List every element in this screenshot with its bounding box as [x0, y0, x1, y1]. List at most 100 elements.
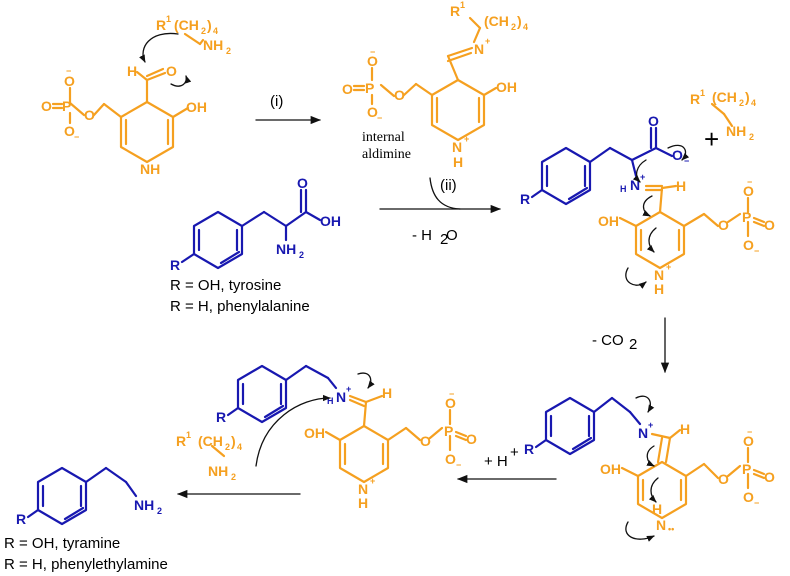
- ia-lys-chain-sub: 2: [511, 22, 516, 32]
- pa-ring-h: H: [358, 495, 368, 511]
- ia-phosphate-o4: O: [367, 104, 378, 120]
- label-minus-water: - H: [412, 227, 432, 244]
- ea-r: R: [520, 191, 530, 207]
- ea-ring-n: N: [654, 267, 664, 283]
- qi-phosphate-o2-charge: −: [747, 427, 752, 437]
- plp-cofactor: H O OH NH O P O − O O − R 1 (CH 2 ) 4 NH…: [41, 14, 231, 177]
- lys-r: R: [156, 17, 166, 33]
- plp-phosphate-o4-charge: −: [74, 132, 79, 142]
- aa-carbonyl-o: O: [297, 175, 308, 191]
- substrate-legend-tyrosine: R = OH, tyrosine: [170, 277, 281, 294]
- ia-phosphate-o1: O: [394, 87, 405, 103]
- ia-oh: OH: [496, 79, 517, 95]
- label-co2-sub: 2: [629, 336, 637, 353]
- qi-phosphate-o4-charge: −: [754, 498, 759, 508]
- lys-chain: (CH: [174, 17, 199, 33]
- ea-carboxylate-o: O: [672, 147, 683, 163]
- ea-phosphate-o1: O: [718, 217, 729, 233]
- label-step-i: (i): [270, 93, 283, 110]
- label-plus-h-sup: +: [510, 444, 519, 461]
- ea-phosphate-o2: O: [743, 183, 754, 199]
- lys-nh-sub: 2: [226, 46, 231, 56]
- amino-acid-substrate: R NH 2 O OH: [170, 175, 341, 273]
- qi-phosphate-o3: O: [764, 469, 775, 485]
- aa-r: R: [170, 257, 180, 273]
- ia-phosphate-o4-charge: −: [377, 113, 382, 123]
- aa-hydroxyl: OH: [320, 213, 341, 229]
- ea-oh: OH: [598, 213, 619, 229]
- product-aldimine: R N + H H OH N + H O P O − O O −: [216, 364, 477, 511]
- ea-aldimine-h: H: [676, 178, 686, 194]
- al-nh-sub: 2: [231, 472, 236, 482]
- qi-phosphate-o4: O: [743, 489, 754, 505]
- ea-imine-n: N: [630, 177, 640, 193]
- al-nh: NH: [208, 463, 228, 479]
- external-aldimine: R O O − N + H H OH N + H O P O − O O −: [520, 113, 775, 297]
- pa-ring-n: N: [358, 481, 368, 497]
- ea-ring-h: H: [654, 281, 664, 297]
- al-r-super: 1: [186, 430, 191, 440]
- pa-phosphate-o3: O: [466, 431, 477, 447]
- rl-chain: (CH: [712, 89, 737, 105]
- am-r: R: [16, 511, 26, 527]
- ia-ring-h: H: [453, 154, 463, 170]
- pa-phosphate-o2-charge: −: [449, 389, 454, 399]
- al-chain: (CH: [198, 433, 223, 449]
- ia-lys-r-super: 1: [460, 0, 465, 10]
- plp-phosphate-p: P: [62, 98, 71, 114]
- product-legend-phenylethylamine: R = H, phenylethylamine: [4, 556, 168, 573]
- am-nh-sub: 2: [157, 506, 162, 516]
- rl-chain-count: 4: [751, 98, 756, 108]
- rl-r-super: 1: [700, 88, 705, 98]
- internal-aldimine: N + OH N + H O P O − O O − R 1 (CH 2 ) 4: [342, 0, 528, 170]
- am-nh: NH: [134, 497, 154, 513]
- ea-phosphate-o4: O: [743, 237, 754, 253]
- qi-ring-h: H: [652, 501, 662, 517]
- ia-lys-r: R: [450, 3, 460, 19]
- ea-imine-h: H: [620, 184, 627, 194]
- attacking-lysine: R 1 (CH 2 ) 4 NH 2: [176, 394, 331, 482]
- plp-aldehyde-h: H: [127, 63, 137, 79]
- ea-phosphate-o3: O: [764, 217, 775, 233]
- plp-aldehyde-o: O: [166, 63, 177, 79]
- qi-ring-n: N: [656, 517, 666, 533]
- al-r: R: [176, 433, 186, 449]
- plp-phosphate-o3: O: [41, 98, 52, 114]
- qi-phosphate-p: P: [742, 461, 751, 477]
- quinonoid-intermediate: R N + H OH N •• H O P O − O O −: [524, 395, 775, 542]
- ia-ring-n-charge: +: [464, 134, 469, 144]
- amine-product: R NH 2: [16, 466, 162, 527]
- qi-oh: OH: [600, 461, 621, 477]
- al-chain-close: ): [231, 433, 236, 449]
- qi-imine-n-charge: +: [648, 420, 653, 430]
- ia-phosphate-p: P: [365, 80, 374, 96]
- ea-ring-n-charge: +: [666, 262, 671, 272]
- ia-imine-n: N: [474, 41, 484, 57]
- plp-oh: OH: [186, 99, 207, 115]
- rl-nh-sub: 2: [749, 132, 754, 142]
- pa-phosphate-o4: O: [445, 451, 456, 467]
- lys-chain-sub: 2: [201, 26, 206, 36]
- plus-lysine: +: [704, 124, 719, 154]
- plp-phosphate-o4: O: [64, 123, 75, 139]
- lys-chain-close: ): [207, 17, 212, 33]
- ia-phosphate-o2-charge: −: [370, 47, 375, 57]
- ea-phosphate-p: P: [742, 209, 751, 225]
- pa-ring-n-charge: +: [370, 476, 375, 486]
- rl-chain-close: ): [745, 89, 750, 105]
- label-water-o: O: [446, 227, 458, 244]
- ea-carboxylate-charge: −: [684, 156, 689, 166]
- ia-lys-chain-close: ): [517, 13, 522, 29]
- ea-imine-n-charge: +: [640, 172, 645, 182]
- lys-nh: NH: [203, 37, 223, 53]
- lys-chain-count: 4: [213, 26, 218, 36]
- ia-phosphate-o2: O: [367, 53, 378, 69]
- qi-phosphate-o1: O: [718, 471, 729, 487]
- plp-ring-nh: NH: [140, 161, 160, 177]
- pa-imine-n: N: [336, 389, 346, 405]
- label-water-sub: 2: [440, 231, 448, 248]
- aa-amine-sub: 2: [299, 250, 304, 260]
- rl-r: R: [690, 91, 700, 107]
- pa-phosphate-p: P: [444, 423, 453, 439]
- qi-r: R: [524, 441, 534, 457]
